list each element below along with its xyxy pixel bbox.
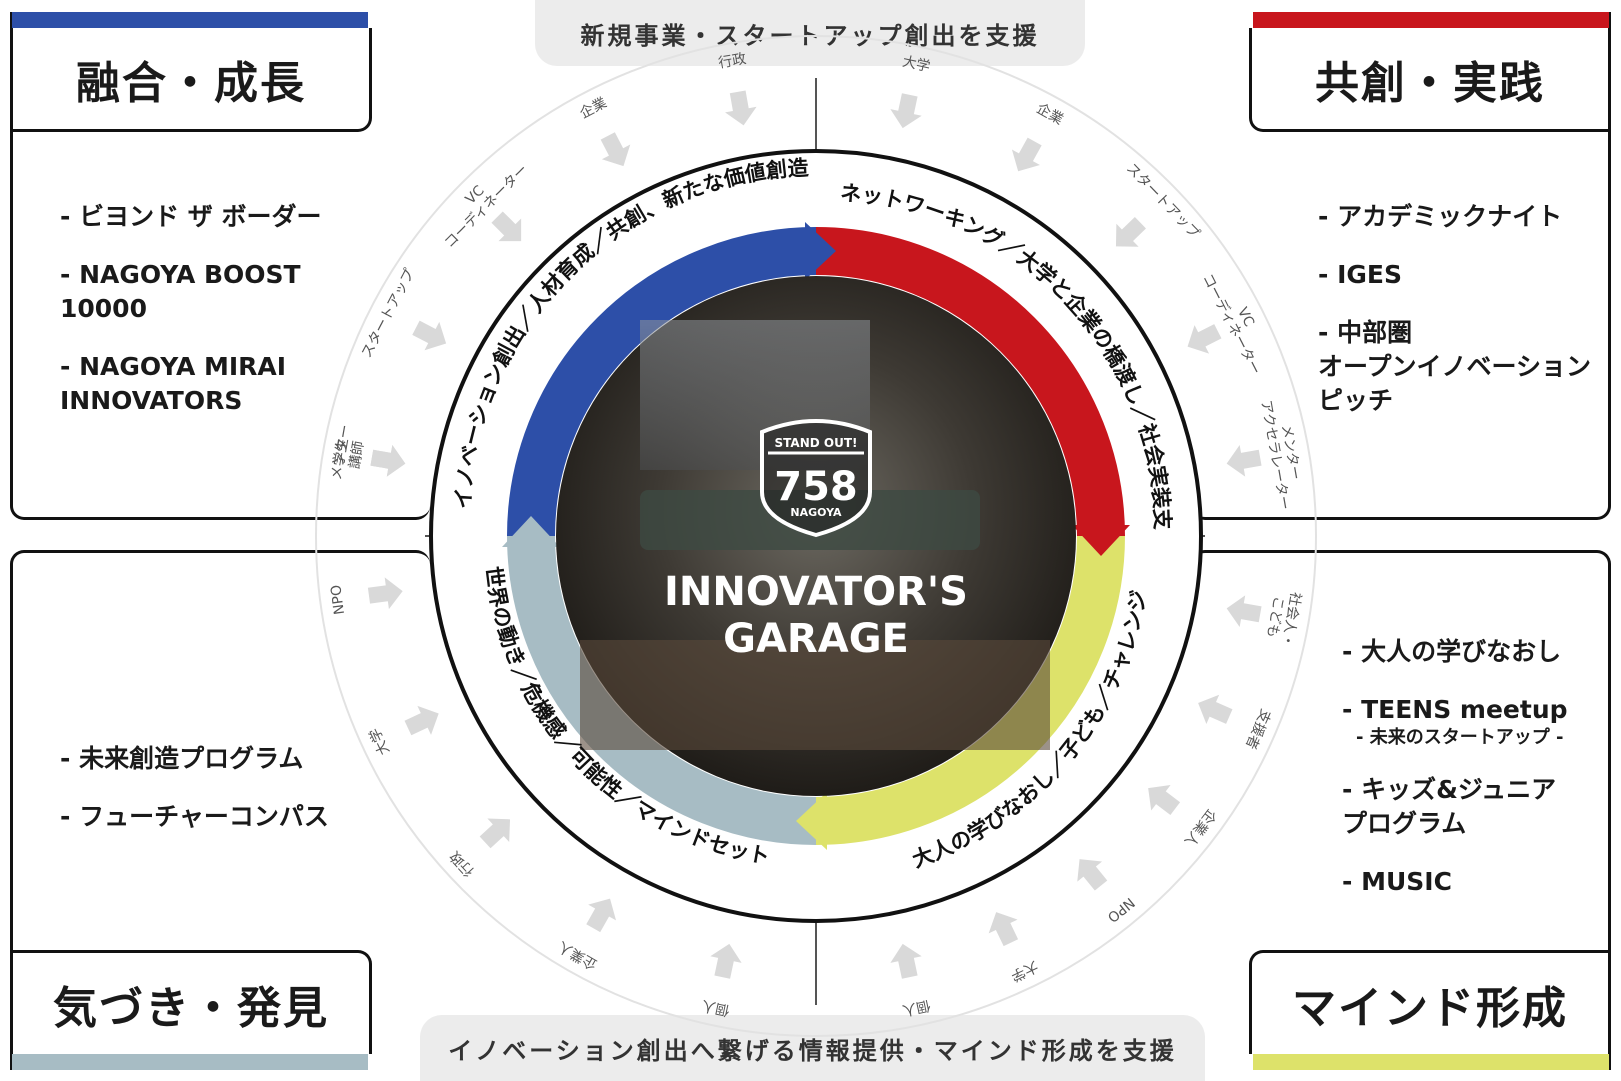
list-top-right: - アカデミックナイト - IGES - 中部圏 オープンイノベーション ピッチ <box>1318 200 1608 442</box>
stakeholder-arrow-icon <box>890 93 922 129</box>
stakeholder-label: NPO <box>1104 894 1137 925</box>
stakeholder-arrow-icon <box>725 90 757 126</box>
ring-segment-yellow <box>815 535 1125 845</box>
list-bottom-left: - 未来創造プログラム - フューチャーコンパス <box>60 742 390 858</box>
list-item: - NAGOYA BOOST 10000 <box>60 260 301 323</box>
middle-circle <box>429 149 1203 923</box>
stakeholder-arrows <box>367 90 1262 979</box>
photo-window <box>640 320 870 470</box>
arc-textpath-bottom-left: 世界の動き／危機感／可能性／マインドセット <box>481 565 771 869</box>
stakeholder-arrow-icon <box>586 898 617 933</box>
banner-bottom: イノベーション創出へ繋げる情報提供・マインド形成を支援 <box>420 1015 1205 1081</box>
red-accent-bar <box>1253 12 1609 28</box>
tab-mindset-formation: マインド形成 <box>1249 950 1611 1054</box>
list-item-sub: - 未来のスタートアップ - <box>1356 727 1564 748</box>
innovators-title: INNOVATOR'S <box>664 569 968 615</box>
stakeholder-arrow-icon <box>1077 859 1108 891</box>
stakeholder-arrow-icon <box>491 211 522 242</box>
list-item: - 未来創造プログラム <box>60 744 304 773</box>
stakeholder-arrow-icon <box>1011 137 1042 172</box>
arc-textpath-top-left: イノベーション創出／人材育成／共創、新たな価値創造 <box>451 156 810 510</box>
badge-758-logo: STAND OUT! 758 NAGOYA <box>760 419 872 538</box>
outer-ring <box>315 35 1317 1037</box>
list-item: - IGES <box>1318 260 1402 289</box>
stakeholder-arrow-icon <box>479 818 511 849</box>
stakeholder-label: 企業 <box>577 94 610 122</box>
list-item: - 中部圏 オープンイノベーション ピッチ <box>1318 318 1592 415</box>
list-bottom-right: - 大人の学びなおし - TEENS meetup- 未来のスタートアップ - … <box>1342 635 1612 923</box>
ring-arrowhead-blue <box>805 222 836 280</box>
list-item: - 大人の学びなおし <box>1342 637 1562 666</box>
list-item: - フューチャーコンパス <box>60 802 329 831</box>
banner-top: 新規事業・スタートアップ創出を支援 <box>535 0 1085 66</box>
badge-top-text: STAND OUT! <box>775 436 858 450</box>
stakeholder-arrow-icon <box>890 943 922 979</box>
stakeholder-label: 企業 <box>1034 100 1067 128</box>
list-item: - ビヨンド ザ ボーダー <box>60 202 322 231</box>
tab-fusion-growth: 融合・成長 <box>10 28 372 132</box>
arc-text-bottom-left: 世界の動き／危機感／可能性／マインドセット <box>481 565 771 869</box>
garage-title: GARAGE <box>723 616 909 662</box>
grayblue-accent-bar <box>12 1054 368 1070</box>
stakeholder-label: 行政 <box>447 848 478 879</box>
ring-segment-grayblue <box>507 535 817 845</box>
center-photo <box>556 276 1076 796</box>
list-item: - キッズ&ジュニア プログラム <box>1342 775 1557 838</box>
tab-awareness-discovery: 気づき・発見 <box>10 950 372 1054</box>
stakeholder-arrow-icon <box>600 132 631 167</box>
ring-arrowhead-red <box>1072 525 1130 556</box>
stakeholder-arrow-icon <box>1148 785 1181 816</box>
stakeholder-arrow-icon <box>988 912 1019 947</box>
ring-segment-blue <box>507 227 817 537</box>
tab-co-creation-practice: 共創・実践 <box>1249 28 1611 132</box>
arc-text-bottom-right: 大人の学びなおし／子ども／チャレンジ <box>909 588 1151 872</box>
stakeholder-arrow-icon <box>710 943 742 979</box>
yellow-accent-bar <box>1253 1054 1609 1070</box>
badge-bottom-text: NAGOYA <box>790 506 842 519</box>
stakeholder-arrow-icon <box>1115 216 1146 247</box>
list-item: - MUSIC <box>1342 867 1452 896</box>
stakeholder-label: 大学 <box>1008 957 1040 984</box>
list-item: - アカデミックナイト <box>1318 202 1563 231</box>
arc-text-top-left: イノベーション創出／人材育成／共創、新たな価値創造 <box>451 156 810 510</box>
list-item: - TEENS meetup- 未来のスタートアップ - <box>1342 693 1612 749</box>
arc-textpath-bottom-right: 大人の学びなおし／子ども／チャレンジ <box>909 588 1151 872</box>
stakeholder-labels: 行政企業VCコーディネータースタートアップメンター講師大学企業スタートアップVC… <box>328 51 1303 1018</box>
ring-arrowhead-grayblue <box>502 516 560 547</box>
photo-sofa <box>640 490 980 550</box>
photo-stairs <box>580 640 1050 750</box>
ring-segment-red <box>815 227 1125 537</box>
ring-arrowhead-yellow <box>796 792 827 850</box>
badge-number: 758 <box>774 464 858 510</box>
blue-accent-bar <box>12 12 368 28</box>
list-item: - NAGOYA MIRAI INNOVATORS <box>60 352 287 415</box>
list-top-left: - ビヨンド ザ ボーダー - NAGOYA BOOST 10000 - NAG… <box>60 200 390 442</box>
stakeholder-label: 企業人 <box>555 938 600 974</box>
stakeholder-label: VCコーディネーター <box>430 150 531 251</box>
